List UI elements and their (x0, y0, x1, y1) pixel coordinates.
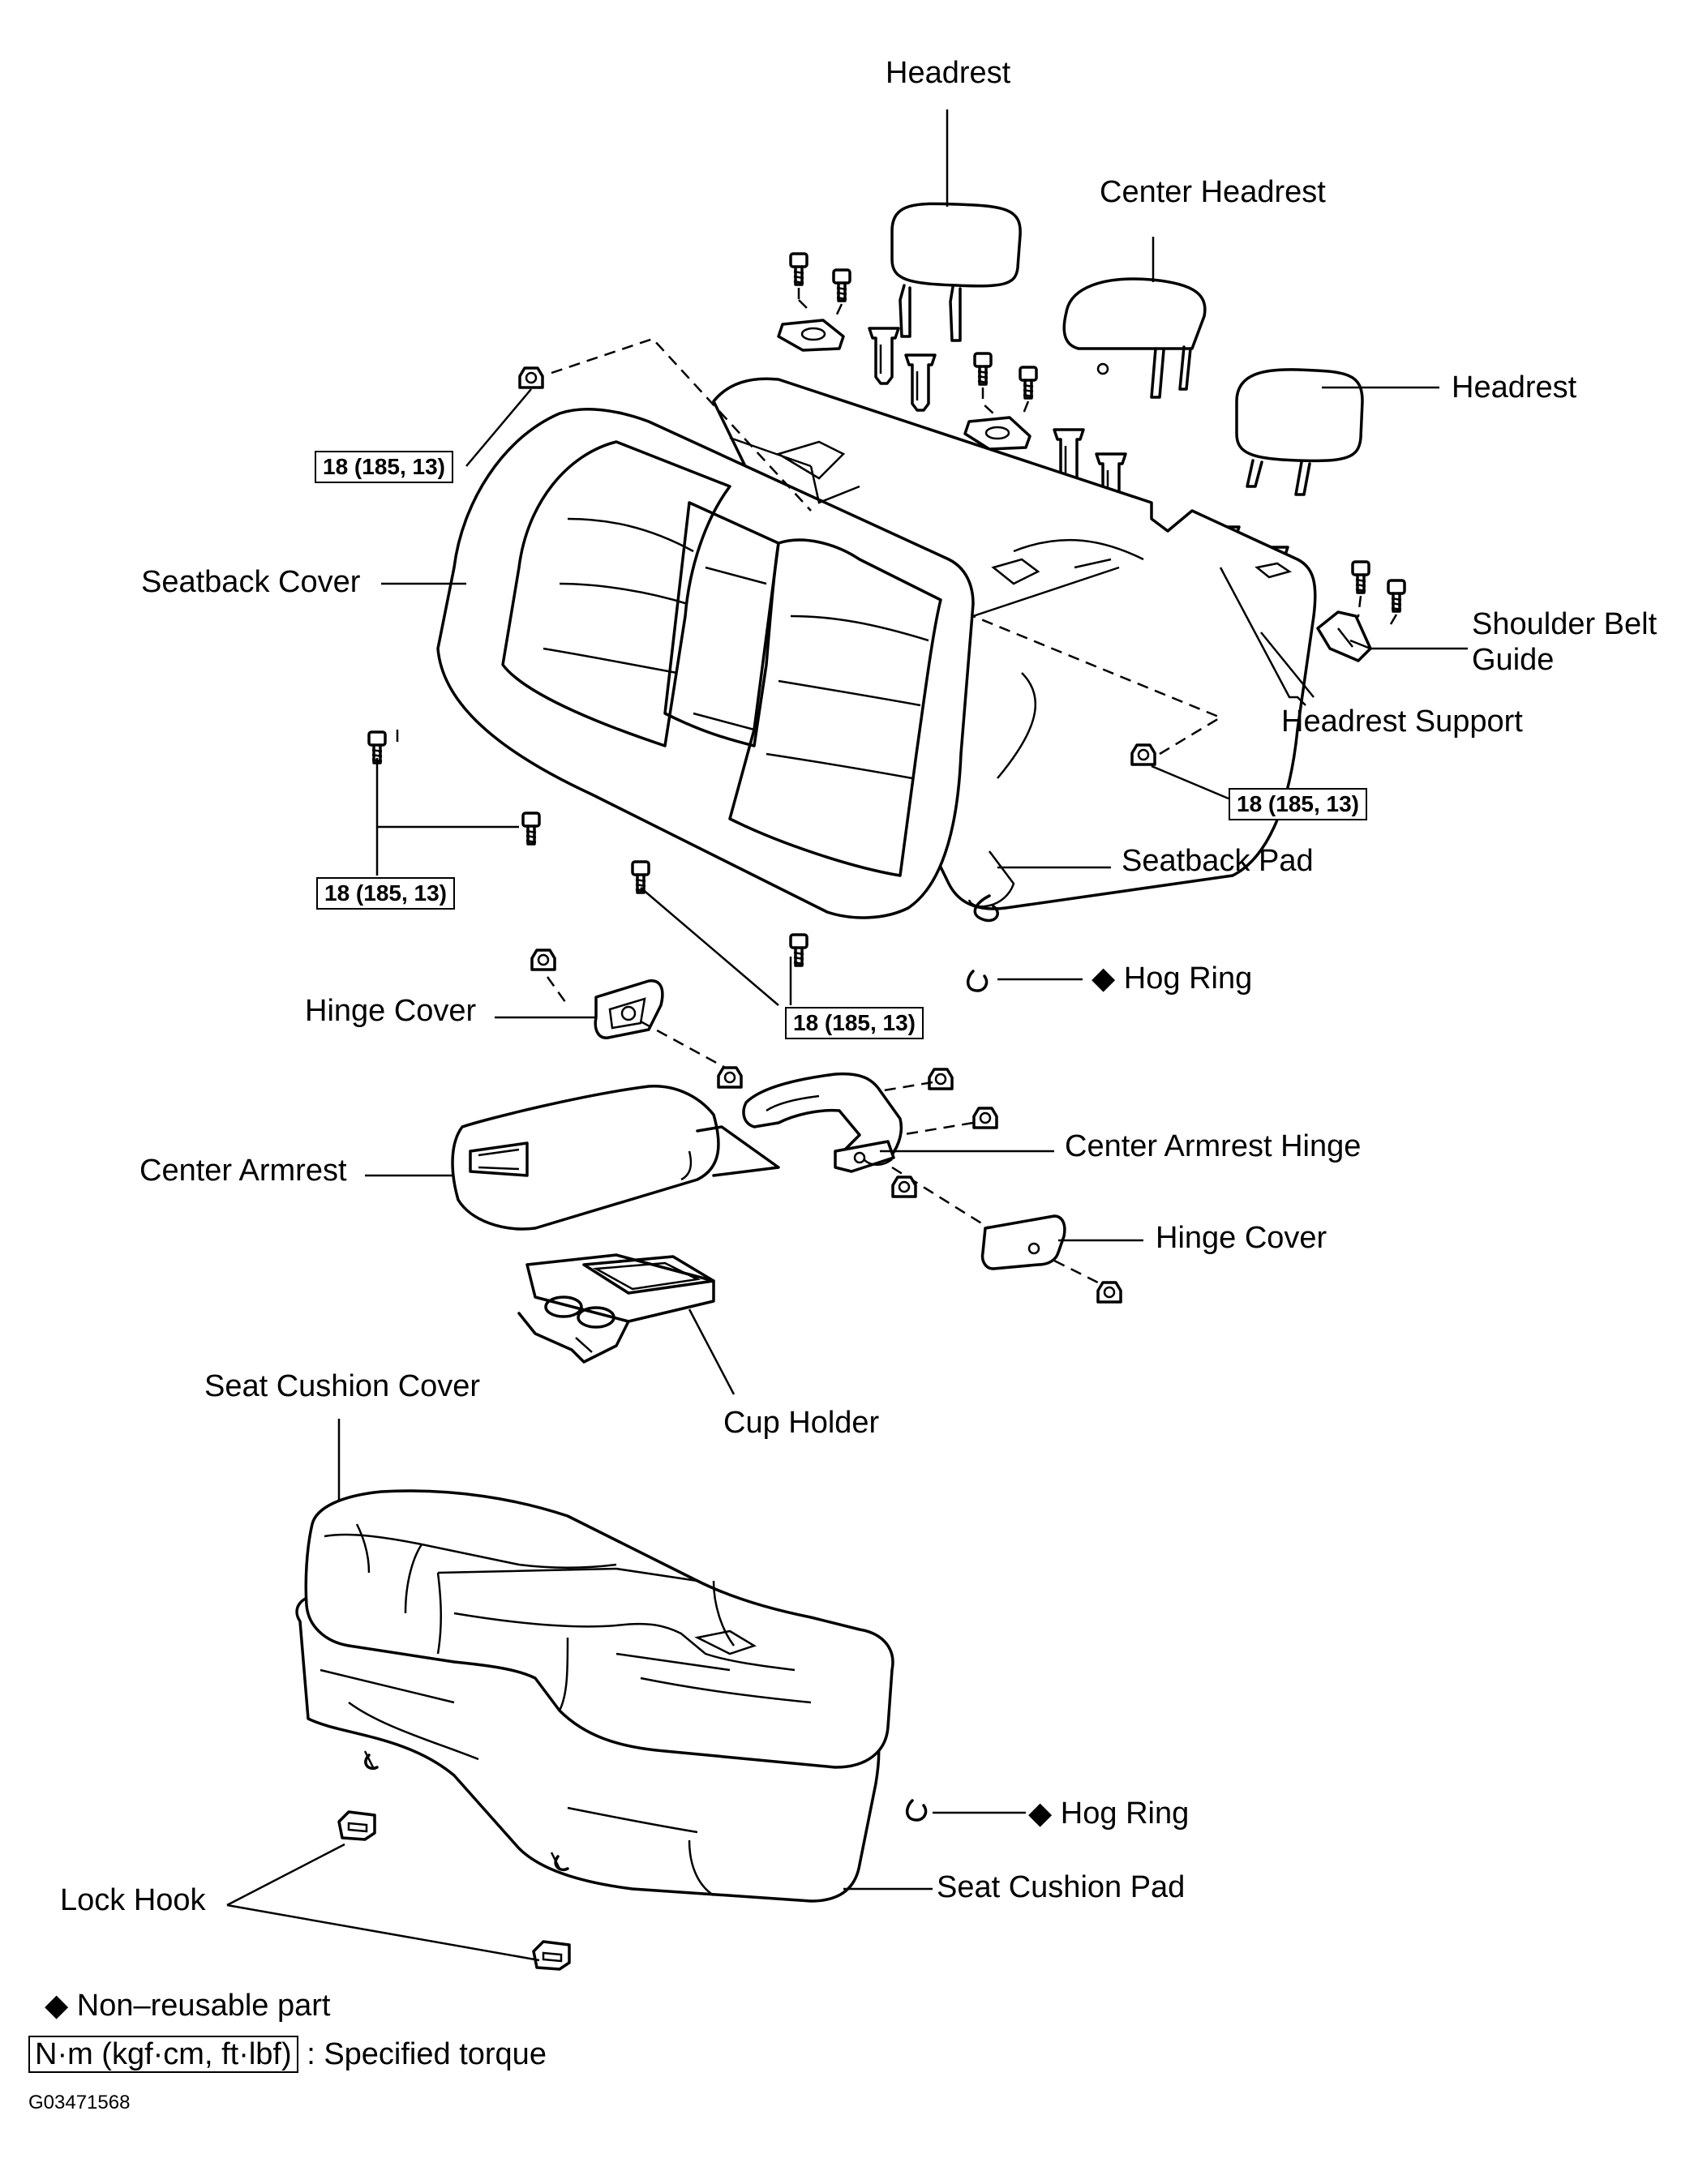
label-lock-hook: Lock Hook (60, 1883, 206, 1917)
center-armrest-hinge (742, 1072, 903, 1173)
label-headrest-right: Headrest (1452, 370, 1577, 405)
label-hog-ring-lower: ◆ Hog Ring (1028, 1796, 1189, 1831)
torque-spec-box: 18 (185, 13) (785, 1007, 924, 1039)
torque-spec-box: 18 (185, 13) (316, 877, 455, 910)
label-hinge-cover-left: Hinge Cover (305, 994, 477, 1028)
label-headrest-support: Headrest Support (1281, 704, 1523, 739)
legend-non-reusable: ◆ Non–reusable part (45, 1988, 330, 2023)
seat-cushion-assembly (295, 1489, 894, 1903)
leader-lines (226, 109, 1468, 1962)
label-cup-holder: Cup Holder (723, 1406, 880, 1440)
hog-ring-icon-lower (906, 1799, 928, 1822)
label-hog-ring-upper: ◆ Hog Ring (1092, 961, 1252, 996)
legend-torque: N·m (kgf·cm, ft·lbf) : Specified torque (28, 2036, 547, 2073)
label-center-armrest-hinge: Center Armrest Hinge (1065, 1129, 1362, 1163)
center-armrest (451, 1085, 780, 1231)
headrest-center (1062, 277, 1207, 399)
label-seat-cushion-cover: Seat Cushion Cover (204, 1369, 481, 1403)
cup-holder (517, 1253, 715, 1364)
label-center-armrest: Center Armrest (139, 1154, 347, 1188)
seatback-assembly (436, 377, 1317, 923)
legend-non-reusable-text: Non–reusable part (76, 1989, 331, 2023)
hog-ring-label: Hog Ring (1060, 1796, 1190, 1831)
label-headrest-left: Headrest (886, 56, 1011, 90)
label-seat-cushion-pad: Seat Cushion Pad (937, 1870, 1186, 1904)
headrest-right (1235, 368, 1364, 496)
legend-torque-text: : Specified torque (307, 2037, 547, 2071)
non-reusable-diamond-icon: ◆ (1028, 1796, 1053, 1831)
label-center-headrest: Center Headrest (1100, 175, 1326, 209)
non-reusable-diamond-icon: ◆ (1092, 961, 1116, 996)
headrest-left (890, 202, 1022, 342)
label-seatback-cover: Seatback Cover (141, 565, 361, 599)
label-shoulder-belt-guide: Shoulder Belt Guide (1472, 607, 1658, 677)
non-reusable-diamond-icon: ◆ (45, 1989, 69, 2023)
hog-ring-icon-upper (967, 970, 989, 992)
label-hinge-cover-right: Hinge Cover (1156, 1221, 1327, 1255)
hog-ring-label: Hog Ring (1123, 961, 1253, 996)
hinge-cover-left (594, 979, 664, 1039)
figure-code: G03471568 (28, 2092, 131, 2113)
hinge-cover-right (980, 1214, 1066, 1270)
torque-spec-box: 18 (185, 13) (1229, 788, 1367, 820)
torque-units-box: N·m (kgf·cm, ft·lbf) (28, 2036, 298, 2073)
label-seatback-pad: Seatback Pad (1122, 844, 1314, 878)
torque-spec-box: 18 (185, 13) (315, 451, 453, 483)
